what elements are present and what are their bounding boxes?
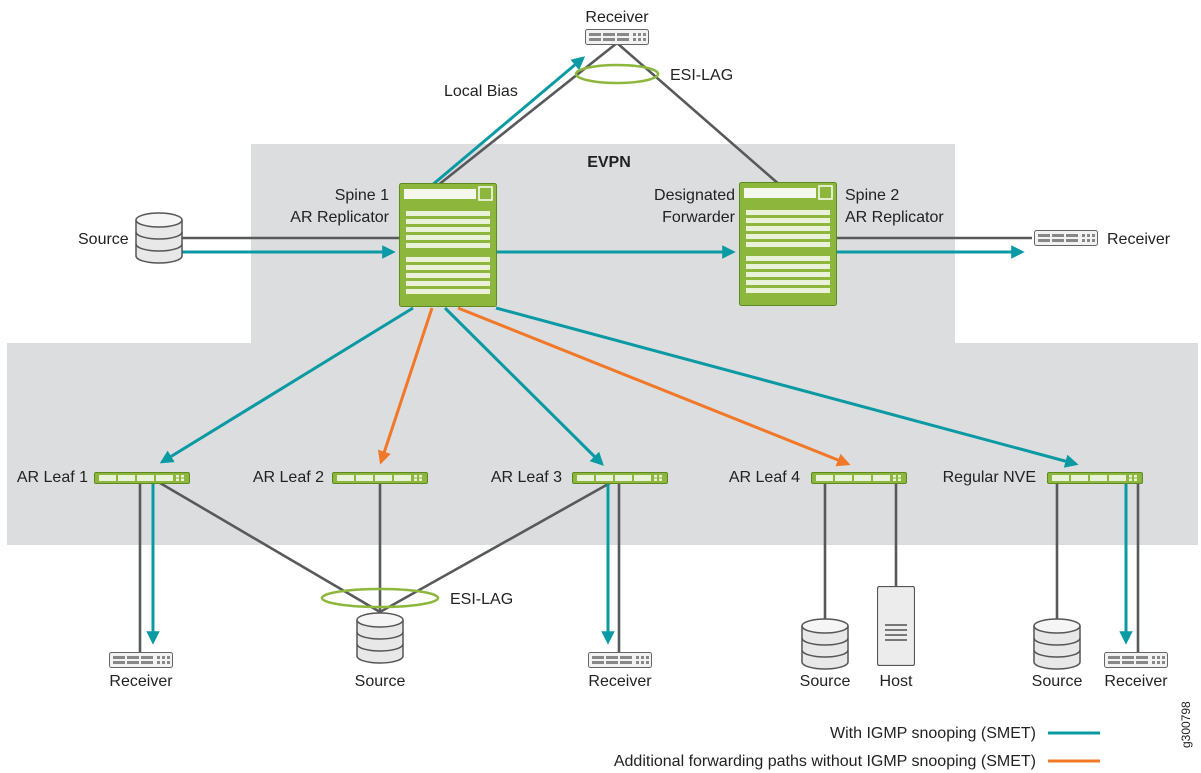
leaf4-source-disk (801, 618, 849, 670)
nve-source-disk (1033, 618, 1081, 670)
ar-leaf-1-label: AR Leaf 1 (17, 469, 88, 486)
ar-leaf-1-switch (94, 472, 190, 484)
leaf1-receiver-device (108, 652, 174, 668)
top-receiver-device (585, 29, 649, 45)
spine-1-name: Spine 1 (335, 187, 389, 204)
nve-receiver-device (1103, 652, 1169, 668)
leaf-zone (7, 343, 1198, 545)
leaf3-receiver-device (587, 652, 653, 668)
legend: With IGMP snooping (SMET) Additional for… (614, 725, 1100, 770)
left-source-label: Source (78, 231, 129, 248)
right-receiver-device (1033, 230, 1099, 246)
spine-2-forwarder: Forwarder (662, 209, 736, 226)
esi-lag-bottom-ring (320, 587, 440, 609)
spine-1-role: AR Replicator (290, 209, 389, 226)
nve-receiver-label: Receiver (1104, 673, 1168, 690)
spine-2-role: AR Replicator (845, 209, 944, 226)
evpn-zone (251, 144, 955, 346)
local-bias-label: Local Bias (444, 83, 518, 100)
ar-leaf-3-label: AR Leaf 3 (491, 469, 562, 486)
spine-2-designated: Designated (654, 187, 735, 204)
ar-leaf-3-switch (572, 472, 668, 484)
leaf4-host-tower (877, 586, 915, 666)
right-receiver-label: Receiver (1107, 231, 1171, 248)
spine-2-chassis (739, 182, 837, 306)
esi-lag-top-ring (574, 63, 660, 85)
mid-source-disk (356, 612, 404, 664)
leaf3-receiver-label: Receiver (588, 673, 652, 690)
esi-lag-top-label: ESI-LAG (670, 67, 733, 84)
mid-source-label: Source (355, 673, 406, 690)
evpn-zone-label: EVPN (587, 154, 631, 171)
legend-smet-label: With IGMP snooping (SMET) (830, 725, 1036, 742)
ar-leaf-2-label: AR Leaf 2 (253, 469, 324, 486)
ar-leaf-4-switch (811, 472, 907, 484)
ar-leaf-4-label: AR Leaf 4 (729, 469, 800, 486)
figure-id: g300798 (1179, 701, 1193, 748)
forwarding-paths-no-smet (377, 306, 851, 467)
nve-source-label: Source (1032, 673, 1083, 690)
leaf4-source-label: Source (800, 673, 851, 690)
spine-2-name: Spine 2 (845, 187, 899, 204)
leaf4-host-label: Host (880, 673, 913, 690)
ar-leaf-2-switch (332, 472, 428, 484)
legend-no-smet-label: Additional forwarding paths without IGMP… (614, 753, 1036, 770)
esi-lag-bottom-label: ESI-LAG (450, 591, 513, 608)
spine-1-chassis (399, 183, 497, 307)
left-source-disk (135, 212, 183, 264)
top-receiver-label: Receiver (585, 9, 649, 26)
leaf1-receiver-label: Receiver (109, 673, 173, 690)
forwarding-paths-smet (146, 56, 1133, 645)
regular-nve-switch (1047, 472, 1143, 484)
regular-nve-label: Regular NVE (943, 469, 1036, 486)
